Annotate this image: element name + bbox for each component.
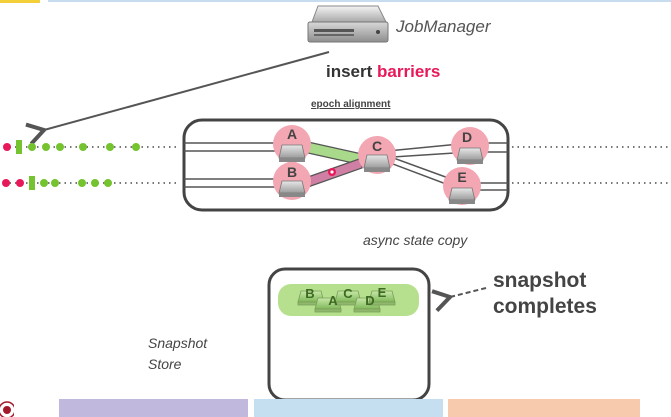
barrier-injection-arrow	[25, 51, 330, 146]
barriers-highlight: barriers	[377, 62, 441, 81]
snapshot-store-label: Snapshot Store	[148, 333, 207, 375]
snapshot-completes-line2: completes	[493, 295, 597, 318]
footer-bar-blue	[254, 399, 443, 417]
snapshot-label-a: A	[328, 293, 338, 308]
operator-c	[358, 136, 396, 174]
jobmanager-label: JobManager	[396, 17, 491, 36]
snapshot-completes-arrow	[431, 287, 487, 312]
operator-a-label: A	[287, 126, 297, 142]
footer-bar-orange	[448, 399, 640, 417]
operator-b	[273, 162, 311, 200]
snapshot-tiles	[297, 290, 396, 313]
top-rule	[48, 0, 671, 2]
operator-e-label: E	[457, 169, 466, 185]
operator-b-label: B	[287, 164, 297, 180]
operator-e	[443, 167, 481, 205]
operator-d	[451, 127, 489, 165]
snapshot-label-c: C	[343, 286, 353, 301]
snapshot-store-line1: Snapshot	[148, 335, 208, 351]
operator-d-label: D	[462, 129, 472, 145]
seal-logo	[0, 398, 14, 417]
snapshot-label-e: E	[378, 285, 387, 300]
async-state-copy-label: async state copy	[363, 232, 468, 248]
server-icon	[307, 5, 389, 43]
snapshot-completes-line1: snapshot	[493, 269, 587, 292]
insert-barriers-label: insert barriers	[326, 62, 440, 82]
operator-c-label: C	[372, 138, 382, 154]
stream-records-1	[3, 140, 140, 154]
snapshot-completes-label: snapshot completes	[493, 268, 597, 320]
insert-prefix: insert	[326, 62, 378, 81]
snapshot-label-d: D	[365, 293, 374, 308]
stream-records-2	[2, 176, 112, 190]
snapshot-store-line2: Store	[148, 356, 182, 372]
operator-a	[273, 125, 311, 163]
barrier-in-channel	[328, 168, 336, 176]
epoch-alignment-label: epoch alignment	[311, 99, 391, 110]
snapshot-label-b: B	[305, 286, 314, 301]
top-accent-bar	[0, 0, 40, 3]
footer-bar-purple	[59, 399, 248, 417]
